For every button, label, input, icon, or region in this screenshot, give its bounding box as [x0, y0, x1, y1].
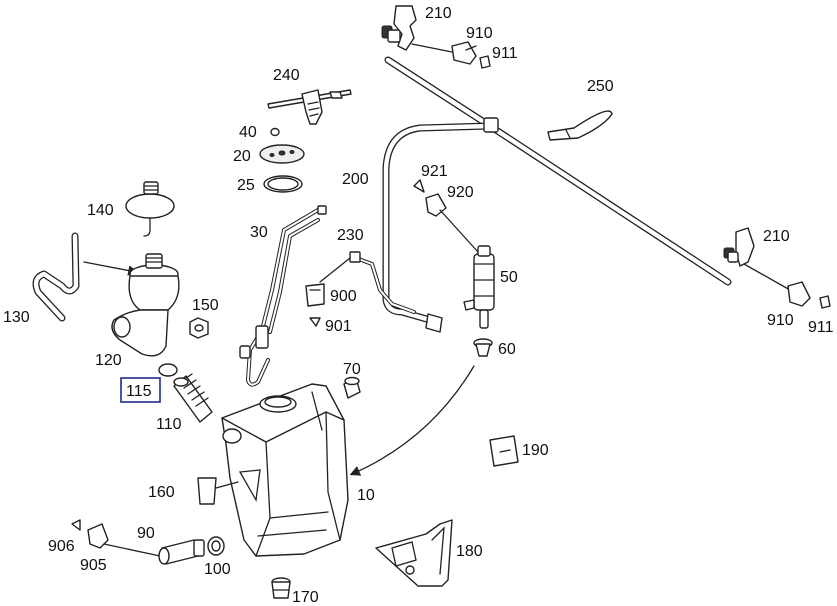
- nut-150: [189, 317, 209, 339]
- label-160: 160: [148, 484, 175, 501]
- cap-70: [343, 376, 361, 399]
- label-200: 200: [342, 171, 369, 188]
- connector-900: [305, 283, 325, 327]
- wiring-230: [319, 251, 416, 314]
- wiring-30: [239, 205, 327, 387]
- washer-pump-50: [463, 245, 495, 329]
- strap-250: [547, 110, 613, 141]
- label-911-right: 911: [808, 319, 834, 336]
- nozzle-920: [413, 179, 479, 253]
- nut-40: [270, 127, 280, 137]
- clip-210-top: [381, 5, 453, 53]
- pump-90: [158, 539, 205, 565]
- label-921: 921: [421, 163, 448, 180]
- label-180: 180: [456, 543, 483, 560]
- label-905: 905: [80, 557, 107, 574]
- label-50: 50: [500, 269, 518, 286]
- label-110: 110: [156, 416, 182, 433]
- hose-200: [382, 56, 732, 333]
- bracket-190: [489, 435, 519, 467]
- clip-210-right: [723, 227, 791, 291]
- label-115: 115: [126, 383, 152, 400]
- grommet-100: [207, 536, 225, 556]
- grommet-170: [271, 577, 291, 599]
- label-70: 70: [343, 361, 361, 378]
- label-150: 150: [192, 297, 219, 314]
- arrow-to-tank: [349, 365, 475, 476]
- label-40: 40: [239, 124, 257, 141]
- label-130: 130: [3, 309, 30, 326]
- label-30: 30: [250, 224, 268, 241]
- label-901: 901: [325, 318, 352, 335]
- connector-906: [71, 519, 161, 557]
- hose-110: [173, 373, 213, 423]
- connector-910-top: [451, 41, 491, 69]
- label-910-top: 910: [466, 25, 493, 42]
- label-900: 900: [330, 288, 357, 305]
- screw-160: [197, 477, 239, 505]
- tank-10: [221, 383, 349, 557]
- cap-20: [259, 144, 305, 164]
- label-210-top: 210: [425, 5, 452, 22]
- cable-tie-240: [267, 89, 352, 125]
- label-210-right: 210: [763, 228, 790, 245]
- label-240: 240: [273, 67, 300, 84]
- label-230: 230: [337, 227, 364, 244]
- highlight-box-115: [120, 377, 161, 403]
- label-911-top: 911: [492, 45, 518, 62]
- part-labels: 210 910 911 240 250 40 20 25 200 921 920…: [3, 5, 834, 606]
- label-170: 170: [292, 589, 319, 606]
- grommet-60: [473, 338, 493, 357]
- label-60: 60: [498, 341, 516, 358]
- connector-910-right: [787, 281, 831, 309]
- label-190: 190: [522, 442, 549, 459]
- label-20: 20: [233, 148, 251, 165]
- label-250: 250: [587, 78, 614, 95]
- label-100: 100: [204, 561, 231, 578]
- label-90: 90: [137, 525, 155, 542]
- label-906: 906: [48, 538, 75, 555]
- label-10: 10: [357, 487, 375, 504]
- label-920: 920: [447, 184, 474, 201]
- seal-ring-25: [263, 175, 303, 193]
- seal-115: [158, 363, 178, 377]
- label-910-right: 910: [767, 312, 794, 329]
- bracket-180: [375, 519, 453, 587]
- label-120: 120: [95, 352, 122, 369]
- label-140: 140: [87, 202, 114, 219]
- cap-140: [125, 181, 175, 237]
- hose-130: [32, 232, 139, 322]
- filler-neck-120: [111, 253, 180, 357]
- label-25: 25: [237, 177, 255, 194]
